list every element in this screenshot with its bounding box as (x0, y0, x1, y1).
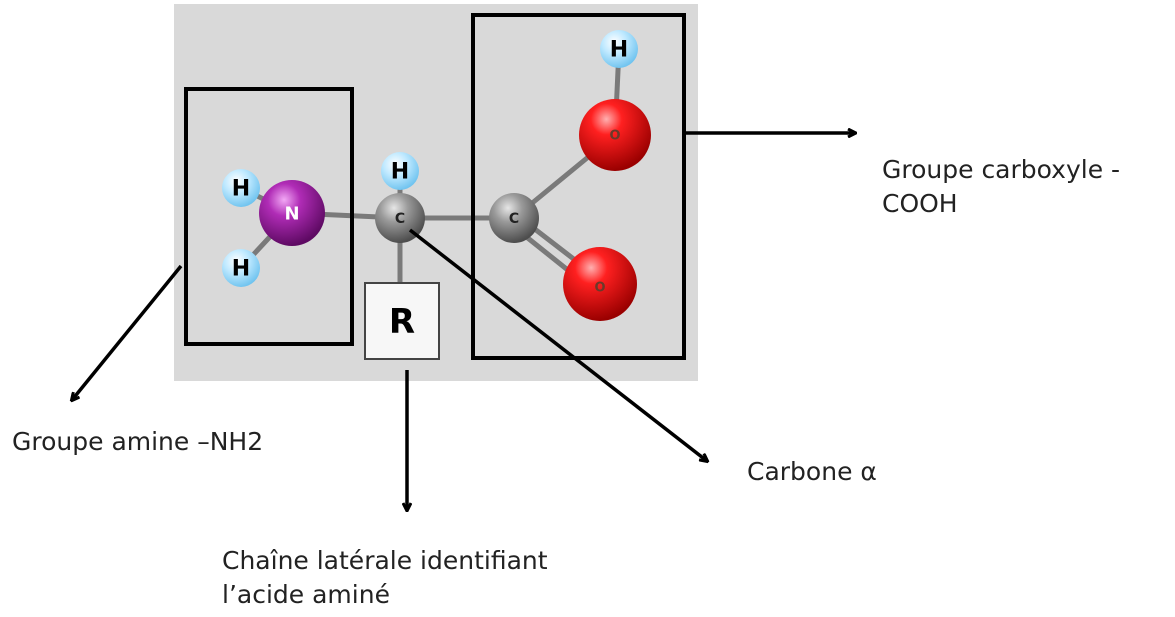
nitrogen-atom (259, 180, 325, 246)
carbon-atom-carboxyl (489, 193, 539, 243)
carbon-label: C (509, 211, 519, 227)
carbon-label: C (395, 211, 405, 227)
alpha-carbon-label: Carbone α (747, 457, 877, 486)
hydrogen-atom-amine-bottom (222, 249, 260, 287)
oxygen-label: O (594, 281, 605, 296)
oxygen-label: O (609, 129, 620, 144)
arrow-to-amine-label (72, 264, 183, 400)
carboxyl-label-line1: Groupe carboxyle - (882, 155, 1121, 184)
hydrogen-label: H (232, 177, 250, 202)
side-chain-symbol: R (389, 302, 415, 342)
nitrogen-label: N (284, 204, 299, 225)
amine-group-box (184, 87, 354, 346)
carboxyl-label-line2: COOH (882, 189, 958, 218)
hydrogen-atom-hydroxyl (600, 30, 638, 68)
carboxyl-group-label: Groupe carboxyle - COOH (882, 153, 1120, 221)
side-chain-box (364, 282, 440, 360)
side-chain-label-line1: Chaîne latérale identifiant (222, 546, 548, 575)
atoms: H H N H C C H O O (222, 30, 651, 321)
arrows (72, 133, 855, 510)
arrow-to-alpha-label (408, 228, 707, 461)
side-chain-label: Chaîne latérale identifiant l’acide amin… (222, 544, 548, 612)
hydrogen-label: H (391, 160, 409, 185)
hydrogen-label: H (610, 38, 628, 63)
hydrogen-label: H (232, 257, 250, 282)
hydrogen-atom-amine-top (222, 169, 260, 207)
oxygen-atom-carbonyl (563, 247, 637, 321)
side-chain-label-line2: l’acide aminé (222, 580, 390, 609)
oxygen-atom-hydroxyl (579, 99, 651, 171)
amine-group-label: Groupe amine –NH2 (12, 427, 264, 456)
carboxyl-group-box (471, 13, 686, 360)
hydrogen-atom-alpha (381, 152, 419, 190)
